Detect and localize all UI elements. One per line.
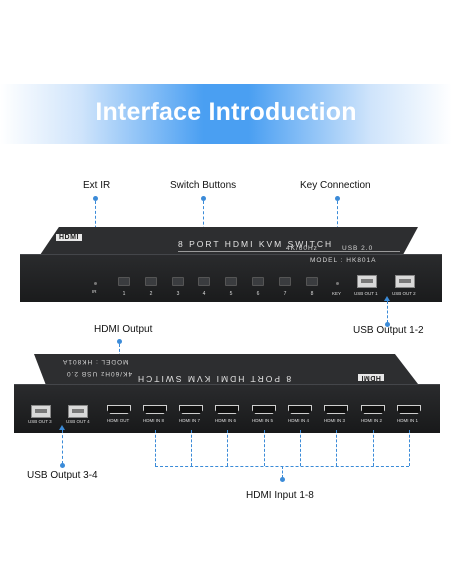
hdmi-in-7-port[interactable] [179,405,203,414]
usb-out-4-port[interactable] [68,405,88,418]
ir-label: IR [92,289,97,294]
switch-button-7[interactable] [279,277,291,286]
banner-title: Interface Introduction [95,98,357,126]
rear-brand-logo: HDMI [358,374,384,381]
switch-buttons-label: Switch Buttons [170,180,237,191]
usb-output-1-2-leader [387,301,388,323]
switch-buttons-dot [201,196,206,201]
switch-number-6: 6 [256,291,260,297]
switch-button-5[interactable] [225,277,237,286]
usb-output-3-4-leader [62,430,63,464]
hdmi-in-3-label: HDMI IN 3 [324,418,346,423]
key-connection-dot [335,196,340,201]
key-connection-label: Key Connection [300,180,371,191]
usb-output-1-2-arrow [384,296,390,301]
rear-device-title: 8 PORT HDMI KVM SWITCH [136,374,292,384]
key-label: KEY [332,291,342,296]
usb-output-1-2-dot [385,322,390,327]
hdmi-in-4-label: HDMI IN 4 [288,418,310,423]
ir-sensor [94,282,97,285]
hdmi-in-7-label: HDMI IN 7 [179,418,201,423]
title-banner: Interface Introduction [0,84,452,144]
ext-ir-dot [93,196,98,201]
usb-out-4-label: USB OUT 4 [66,419,90,424]
switch-number-5: 5 [229,291,233,297]
switch-button-6[interactable] [252,277,264,286]
switch-button-3[interactable] [172,277,184,286]
switch-button-1[interactable] [118,277,130,286]
usb-output-3-4-dot [60,463,65,468]
usb-out-1-port[interactable] [357,275,377,288]
hdmi-in-8-port[interactable] [143,405,167,414]
rear-spec-label: 4K/60Hz USB 2.0 [66,370,132,377]
usb-out-2-label: USB OUT 2 [392,291,416,296]
usb-output-3-4-label: USB Output 3-4 [27,470,98,481]
hdmi-in-1-label: HDMI IN 1 [397,418,419,423]
hdmi-output-label: HDMI Output [94,324,153,335]
front-device-title: 8 PORT HDMI KVM SWITCH [178,239,334,249]
switch-button-8[interactable] [306,277,318,286]
front-spec-left: 4K/60Hz [286,245,318,252]
hdmi-out-label: HDMI OUT [107,418,130,423]
ext-ir-label: Ext IR [83,180,111,191]
key-port[interactable] [336,282,339,285]
hdmi-in-5-port[interactable] [252,405,276,414]
hdmi-in-1-port[interactable] [397,405,421,414]
hdmi-in-3-port[interactable] [324,405,348,414]
hdmi-in-5-label: HDMI IN 5 [252,418,274,423]
hdmi-in-8-label: HDMI IN 8 [143,418,165,423]
front-model-rule [178,251,400,252]
front-spec-right: USB 2.0 [342,245,374,252]
switch-number-4: 4 [202,291,206,297]
usb-out-3-port[interactable] [31,405,51,418]
usb-output-1-2-label: USB Output 1-2 [353,325,424,336]
front-model-label: MODEL : HK801A [310,257,377,264]
hdmi-in-6-port[interactable] [215,405,239,414]
usb-out-2-port[interactable] [395,275,415,288]
switch-button-2[interactable] [145,277,157,286]
hdmi-in-4-port[interactable] [288,405,312,414]
rear-device-top [34,354,418,384]
hdmi-input-1-8-label: HDMI Input 1-8 [246,490,314,501]
hdmi-in-6-label: HDMI IN 6 [215,418,237,423]
hdmi-in-2-label: HDMI IN 2 [361,418,383,423]
switch-number-2: 2 [149,291,153,297]
switch-number-3: 3 [176,291,180,297]
hdmi-output-dot [117,339,122,344]
hdmi-out-port[interactable] [107,405,131,414]
switch-number-7: 7 [283,291,287,297]
switch-button-4[interactable] [198,277,210,286]
rear-model-label: MODEL : HK801A [62,358,129,365]
front-device-top [40,227,418,255]
switch-number-1: 1 [122,291,126,297]
switch-number-8: 8 [310,291,314,297]
usb-out-1-label: USB OUT 1 [354,291,378,296]
hdmi-in-2-port[interactable] [361,405,385,414]
usb-output-3-4-arrow [59,425,65,430]
usb-out-3-label: USB OUT 3 [28,419,52,424]
front-brand-logo: HDMI [56,234,82,241]
